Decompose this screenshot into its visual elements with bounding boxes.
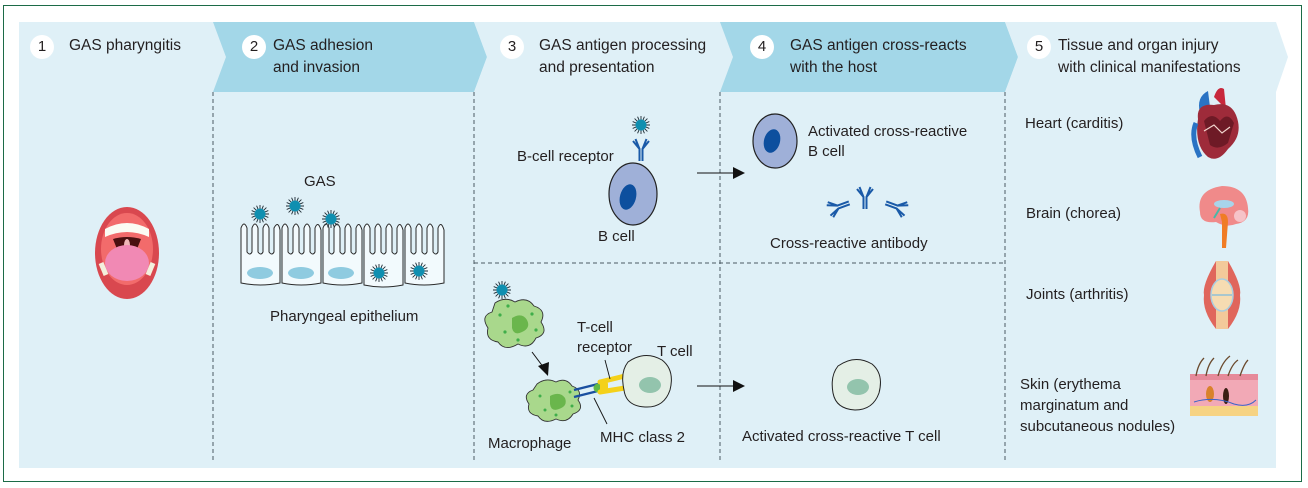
b-cell-receptor-label: B-cell receptor (517, 148, 614, 165)
step-5-header-band (1005, 22, 1288, 92)
step-2-title-line2: and invasion (273, 59, 361, 76)
step-1-title-line1: GAS pharyngitis (69, 37, 181, 54)
activated-b-cell-label: Activated cross-reactive B cell (808, 122, 967, 162)
t-cell-receptor-label-line1: T-cell (577, 319, 613, 336)
gas-bacterium-icon (369, 263, 389, 283)
t-cell-illustration (622, 355, 672, 408)
skin-icon (1190, 355, 1258, 416)
manifestation-skin-label-line3: subcutaneous nodules) (1020, 418, 1176, 435)
manifestation-skin-label: Skin (erythema marginatum and subcutaneo… (1020, 374, 1175, 437)
step-3-title-line2: and presentation (539, 59, 655, 76)
heart-icon (1191, 88, 1239, 159)
step-2-number-badge: 2 (242, 35, 266, 59)
activated-b-cell-label-line1: Activated cross-reactive (808, 123, 968, 140)
t-cell-receptor-label-line2: receptor (577, 339, 633, 356)
gas-bacterium-icon (409, 261, 429, 281)
step-2-title: GAS adhesion and invasion (273, 35, 373, 79)
step-2-header-band (213, 22, 487, 92)
activated-b-cell-label-line2: B cell (808, 143, 845, 160)
joint-icon (1203, 261, 1241, 329)
b-cell-illustration (608, 115, 658, 226)
manifestation-skin-label-line2: marginatum and (1020, 397, 1129, 414)
gas-antigen-icon (492, 280, 512, 300)
step-4-header-band (720, 22, 1018, 92)
macrophage-illustration (484, 280, 582, 422)
arrow-t-cell (697, 380, 745, 392)
activated-t-cell-label: Activated cross-reactive T cell (742, 428, 941, 445)
step-3-title-line1: GAS antigen processing (539, 37, 707, 54)
manifestation-skin-label-line1: Skin (erythema (1020, 376, 1121, 393)
activated-b-cell-illustration (752, 113, 798, 169)
activated-t-cell-illustration (831, 359, 881, 411)
step-1-number-badge: 1 (30, 35, 54, 59)
gas-bacterium-icon (250, 204, 270, 224)
step-2-title-line1: GAS adhesion (273, 37, 373, 54)
gas-bacterium-icon (321, 209, 341, 229)
cross-reactive-antibody-label: Cross-reactive antibody (770, 235, 928, 252)
step-3-header-band (474, 22, 733, 92)
step-4-title-line2: with the host (790, 59, 878, 76)
step-1-header-band (19, 22, 226, 92)
macrophage-label: Macrophage (488, 435, 572, 452)
mhc-class-2-label: MHC class 2 (600, 429, 686, 446)
t-cell-label: T cell (657, 343, 693, 360)
b-cell-label: B cell (598, 228, 635, 245)
step-4-title-line1: GAS antigen cross-reacts (790, 37, 967, 54)
gas-label: GAS (304, 173, 336, 190)
step-3-number-badge: 3 (500, 35, 524, 59)
step-4-number-badge: 4 (750, 35, 774, 59)
manifestation-heart-label: Heart (carditis) (1025, 115, 1124, 132)
pharyngeal-epithelium-label: Pharyngeal epithelium (270, 308, 419, 325)
step-1-title: GAS pharyngitis (69, 35, 181, 57)
step-4-title: GAS antigen cross-reacts with the host (790, 35, 967, 79)
manifestation-brain-label: Brain (chorea) (1026, 205, 1122, 222)
step-5-title-line2: with clinical manifestations (1058, 59, 1241, 76)
brain-icon (1199, 186, 1249, 248)
open-mouth-icon (95, 207, 159, 299)
t-cell-receptor-icon (593, 359, 628, 425)
step-3-title: GAS antigen processing and presentation (539, 35, 706, 79)
manifestation-joints-label: Joints (arthritis) (1026, 286, 1129, 303)
gas-antigen-icon (631, 115, 651, 135)
arrow-b-cell (697, 167, 745, 179)
gas-bacterium-icon (285, 196, 305, 216)
t-cell-receptor-label: T-cell receptor (577, 318, 632, 358)
figure-frame (3, 5, 1302, 482)
pharyngeal-epithelium-illustration (240, 196, 445, 288)
step-5-title: Tissue and organ injury with clinical ma… (1058, 35, 1241, 79)
step-5-title-line1: Tissue and organ injury (1058, 37, 1219, 54)
step-5-number-badge: 5 (1027, 35, 1051, 59)
panel-dividers (212, 92, 1006, 462)
